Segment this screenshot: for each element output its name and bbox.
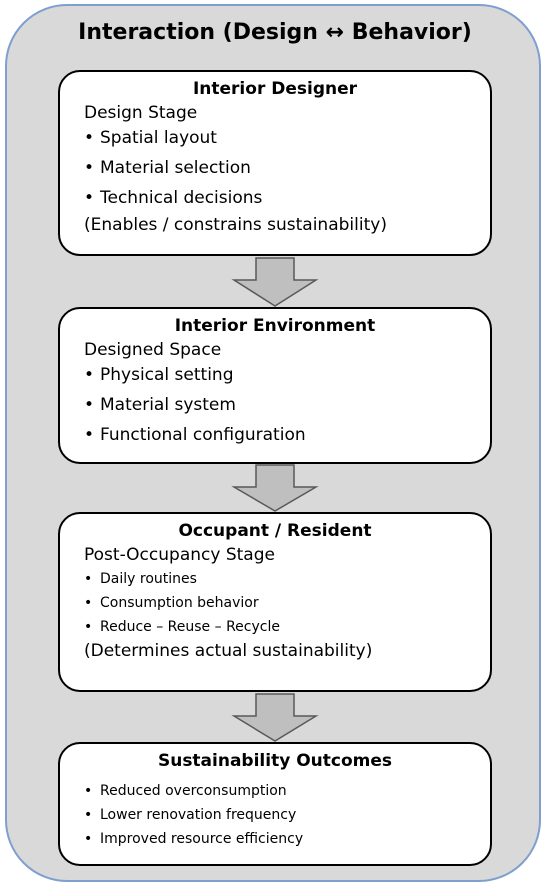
outcomes-list: Reduced overconsumption Lower renovation…: [84, 779, 480, 851]
list-item: Material system: [84, 390, 480, 420]
list-item: Functional configuration: [84, 420, 480, 450]
list-item: Reduce – Reuse – Recycle: [84, 615, 480, 639]
diagram-title: Interaction (Design ↔ Behavior): [78, 20, 472, 45]
list-item: Physical setting: [84, 360, 480, 390]
design-stage-label: Design Stage: [84, 103, 198, 123]
interior-designer-title: Interior Designer: [192, 79, 358, 99]
sustainability-outcomes-title: Sustainability Outcomes: [157, 751, 393, 771]
interior-environment-box: Interior Environment Designed Space Phys…: [58, 307, 492, 464]
occupant-resident-box: Occupant / Resident Post-Occupancy Stage…: [58, 512, 492, 692]
list-item: Daily routines: [84, 567, 480, 591]
occupant-list: Daily routines Consumption behavior Redu…: [84, 567, 480, 639]
sustainability-outcomes-box: Sustainability Outcomes Reduced overcons…: [58, 742, 492, 866]
list-item: Technical decisions: [84, 183, 480, 213]
occupant-resident-title: Occupant / Resident: [178, 521, 372, 541]
list-item: Spatial layout: [84, 123, 480, 153]
list-item: Lower renovation frequency: [84, 803, 480, 827]
designer-list: Spatial layout Material selection Techni…: [84, 123, 480, 213]
environment-list: Physical setting Material system Functio…: [84, 360, 480, 450]
list-item: Reduced overconsumption: [84, 779, 480, 803]
list-item: Improved resource efficiency: [84, 827, 480, 851]
occupant-note: (Determines actual sustainability): [84, 641, 373, 661]
list-item: Material selection: [84, 153, 480, 183]
designed-space-label: Designed Space: [84, 340, 222, 360]
post-occupancy-label: Post-Occupancy Stage: [84, 545, 275, 565]
designer-note: (Enables / constrains sustainability): [84, 215, 387, 235]
interior-environment-title: Interior Environment: [174, 316, 376, 336]
interior-designer-box: Interior Designer Design Stage Spatial l…: [58, 70, 492, 256]
list-item: Consumption behavior: [84, 591, 480, 615]
